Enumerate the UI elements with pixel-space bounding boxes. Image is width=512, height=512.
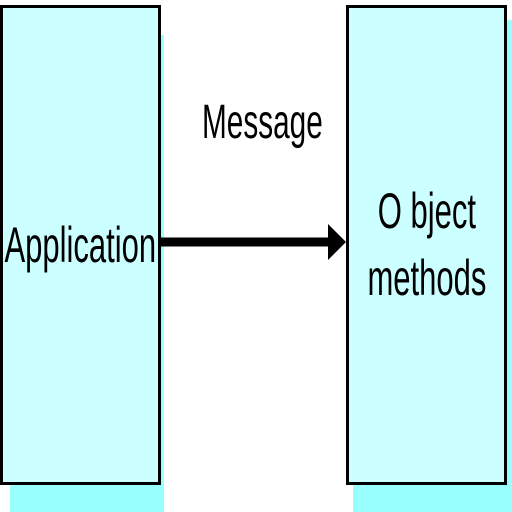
object-methods-label: O bject methods (367, 182, 486, 307)
application-box: Application (0, 5, 161, 485)
message-label-wrap: Message (165, 96, 345, 149)
object-methods-box: O bject methods (346, 5, 507, 485)
message-label: Message (202, 96, 323, 149)
message-arrow-head (328, 224, 346, 260)
application-label: Application (4, 216, 157, 273)
